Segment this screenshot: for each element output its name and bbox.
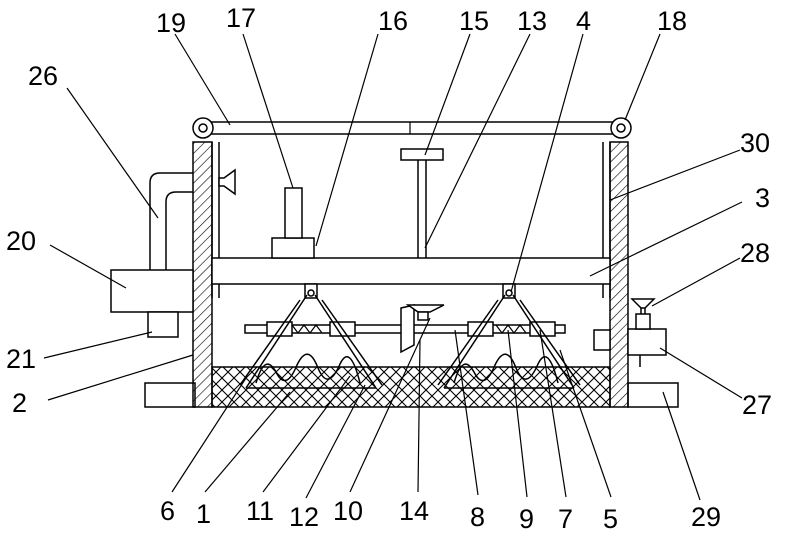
label-14: 14 [399, 496, 429, 526]
label-9: 9 [519, 504, 534, 534]
right-slider-2 [530, 322, 555, 336]
label-5: 5 [603, 504, 618, 534]
motor-body [285, 188, 302, 238]
label-17: 17 [226, 3, 256, 33]
shaft-top-handle [401, 149, 443, 160]
label-10: 10 [333, 496, 363, 526]
label-20: 20 [6, 226, 36, 256]
blade-hub [418, 312, 428, 320]
label-13: 13 [517, 6, 547, 36]
label-19: 19 [156, 8, 186, 38]
wall-nozzle [219, 170, 235, 194]
right-wall [610, 142, 628, 407]
outlet-valve-body [628, 329, 666, 355]
label-28: 28 [740, 238, 770, 268]
label-8: 8 [470, 502, 485, 532]
bottom-fill-layer [212, 367, 610, 407]
right-pulley [611, 118, 631, 138]
label-15: 15 [459, 6, 489, 36]
label-11: 11 [246, 496, 274, 526]
label-2: 2 [12, 388, 27, 418]
left-wall [193, 142, 212, 407]
outlet-valve-neck [636, 314, 650, 329]
label-1: 1 [196, 499, 211, 529]
label-12: 12 [289, 502, 319, 532]
left-pulley [193, 118, 213, 138]
label-29: 29 [691, 502, 721, 532]
feed-funnel [632, 299, 654, 308]
label-6: 6 [160, 496, 175, 526]
label-21: 21 [6, 344, 36, 374]
lifting-plate [212, 258, 610, 284]
label-27: 27 [742, 390, 772, 420]
label-30: 30 [740, 128, 770, 158]
outlet-stub [594, 330, 610, 350]
central-blade [401, 305, 414, 352]
label-3: 3 [755, 183, 770, 213]
label-7: 7 [558, 504, 573, 534]
label-4: 4 [576, 6, 591, 36]
label-26: 26 [28, 61, 58, 91]
label-18: 18 [657, 6, 687, 36]
right-base-foot [628, 383, 678, 407]
pump-lower-box [148, 312, 178, 337]
outer-pipe [150, 173, 193, 270]
motor-base [272, 238, 314, 258]
label-16: 16 [378, 6, 408, 36]
pump-box [111, 270, 193, 312]
left-base-foot [145, 383, 195, 407]
